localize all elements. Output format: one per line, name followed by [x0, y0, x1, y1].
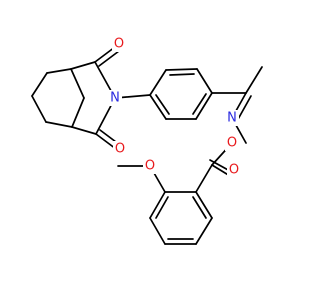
methoxy-group: [117, 165, 166, 193]
molecule-structure: O N O N O O O: [31, 36, 263, 245]
oxygen-atom-oxime: O: [227, 136, 237, 151]
nitrogen-atom-oxime: N: [227, 111, 237, 126]
oxime-unit: [211, 66, 263, 144]
oxygen-atom-top: O: [114, 37, 124, 52]
nitrogen-atom-imide: N: [110, 91, 120, 106]
cyclohexane-ring: [31, 68, 85, 128]
phenylene-ring: [149, 68, 213, 120]
oxygen-atom-methoxy: O: [145, 159, 155, 174]
atom-labels: O N O N O O O: [108, 36, 241, 178]
methoxyphenyl-ring: [149, 191, 213, 245]
oxygen-atom-carbonyl: O: [229, 163, 239, 178]
oxygen-atom-bottom: O: [115, 142, 125, 157]
